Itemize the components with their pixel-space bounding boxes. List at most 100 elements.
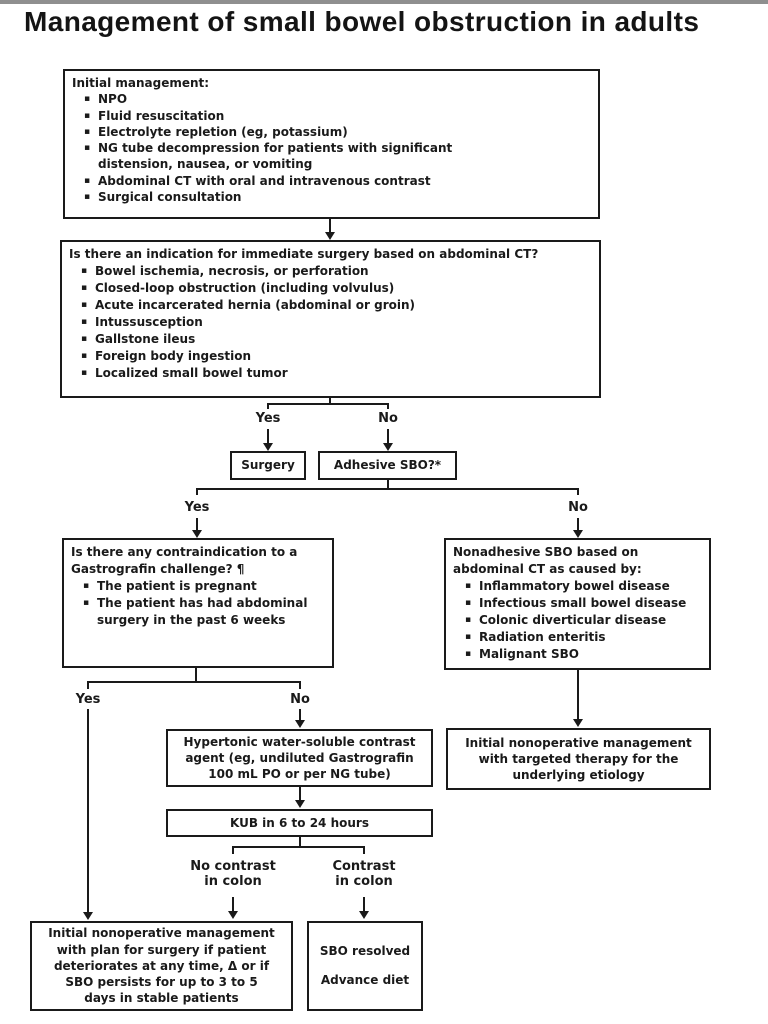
list-item: ▪ Gallstone ileus — [81, 332, 196, 346]
box-header: Initial management: — [72, 76, 210, 90]
bullet-icon: ▪ — [465, 649, 472, 659]
bullet-icon: ▪ — [81, 368, 88, 378]
connector-line — [387, 480, 389, 490]
box-text-line: Advance diet — [320, 973, 410, 987]
flowchart-title: Management of small bowel obstruction in… — [24, 6, 700, 37]
box-nonadhesive-sbo: Nonadhesive SBO based on abdominal CT as… — [444, 538, 711, 670]
branch-label-yes: Yes — [184, 500, 210, 515]
list-item: ▪ Malignant SBO — [465, 647, 579, 661]
arrowhead-icon — [383, 443, 393, 451]
list-item: ▪ Bowel ischemia, necrosis, or perforati… — [81, 264, 369, 278]
list-item: ▪ Radiation enteritis — [465, 630, 606, 644]
branch-label-no: No — [568, 500, 588, 515]
connector-line — [387, 429, 389, 443]
list-item: ▪ Intussusception — [81, 315, 203, 329]
list-item: ▪ Colonic diverticular disease — [465, 613, 667, 627]
bullet-icon: ▪ — [83, 581, 90, 591]
bullet-list: ▪ NPO ▪ Fluid resuscitation ▪ Electrolyt… — [72, 91, 591, 205]
bullet-icon: ▪ — [84, 94, 91, 105]
bullet-icon: ▪ — [81, 317, 88, 327]
connector-line — [267, 429, 269, 443]
bullet-icon: ▪ — [81, 300, 88, 310]
list-item: ▪ Surgical consultation — [84, 190, 242, 205]
arrowhead-icon — [228, 911, 238, 919]
bullet-icon: ▪ — [465, 615, 472, 625]
arrowhead-icon — [325, 232, 335, 240]
list-item: ▪ Closed-loop obstruction (including vol… — [81, 281, 395, 295]
box-text: Initial nonoperative management with pla… — [48, 926, 275, 1006]
branch-label-no: No — [378, 411, 398, 426]
connector-line — [87, 681, 89, 689]
bullet-list: ▪ Inflammatory bowel disease ▪ Infectiou… — [453, 578, 702, 663]
connector-line — [196, 488, 198, 495]
box-sbo-resolved: SBO resolved Advance diet — [307, 921, 423, 1011]
bullet-icon: ▪ — [84, 192, 91, 203]
arrowhead-icon — [83, 912, 93, 920]
bullet-icon: ▪ — [84, 143, 91, 154]
list-item: ▪ Foreign body ingestion — [81, 349, 252, 363]
list-item: ▪ Fluid resuscitation — [84, 108, 225, 123]
bullet-icon: ▪ — [465, 581, 472, 591]
connector-line — [363, 897, 365, 911]
box-label: KUB in 6 to 24 hours — [230, 815, 369, 830]
bullet-icon: ▪ — [465, 632, 472, 642]
connector-line — [233, 846, 365, 848]
arrowhead-icon — [192, 530, 202, 538]
connector-line — [577, 670, 579, 720]
list-item: ▪ The patient has had abdominal surgery … — [83, 596, 308, 627]
box-text-line: SBO resolved — [319, 944, 411, 958]
box-initial-management: Initial management: ▪ NPO ▪ Fluid resusc… — [63, 69, 600, 219]
connector-line — [196, 518, 198, 531]
bullet-icon: ▪ — [465, 598, 472, 608]
box-text: Initial nonoperative management with tar… — [465, 735, 692, 783]
bullet-icon: ▪ — [83, 598, 90, 608]
branch-label-contrast: Contrast in colon — [332, 859, 396, 889]
arrowhead-icon — [573, 530, 583, 538]
box-text: Hypertonic water-soluble contrast agent … — [183, 734, 416, 782]
bullet-icon: ▪ — [84, 175, 91, 186]
bullet-icon: ▪ — [81, 351, 88, 361]
arrowhead-icon — [573, 719, 583, 727]
branch-label-no-contrast: No contrast in colon — [190, 859, 276, 889]
connector-line — [577, 488, 579, 495]
branch-label-yes: Yes — [75, 692, 101, 707]
list-item: ▪ Infectious small bowel disease — [465, 596, 687, 610]
branch-label-yes: Yes — [255, 411, 281, 426]
list-item: ▪ Electrolyte repletion (eg, potassium) — [84, 124, 348, 139]
bullet-icon: ▪ — [81, 334, 88, 344]
list-item: ▪ NPO — [84, 92, 128, 107]
connector-line — [87, 709, 89, 912]
connector-line — [387, 403, 389, 409]
arrowhead-icon — [263, 443, 273, 451]
branch-label-no: No — [290, 692, 310, 707]
bullet-list: ▪ Bowel ischemia, necrosis, or perforati… — [69, 263, 592, 382]
arrowhead-icon — [295, 720, 305, 728]
connector-line — [299, 837, 301, 848]
bullet-icon: ▪ — [84, 126, 91, 137]
list-item: ▪ Localized small bowel tumor — [81, 366, 288, 380]
bullet-list: ▪ The patient is pregnant ▪ The patient … — [71, 578, 325, 629]
top-border-bar — [0, 0, 768, 4]
arrowhead-icon — [359, 911, 369, 919]
box-adhesive-sbo-question: Adhesive SBO?* — [318, 451, 457, 480]
box-surgery: Surgery — [230, 451, 306, 480]
box-header: Nonadhesive SBO based on abdominal CT as… — [453, 545, 642, 576]
box-nonoperative-surgery-plan: Initial nonoperative management with pla… — [30, 921, 293, 1011]
connector-line — [363, 846, 365, 854]
list-item: ▪ NG tube decompression for patients wit… — [84, 141, 453, 172]
connector-line — [577, 518, 579, 531]
box-label: Adhesive SBO?* — [333, 458, 442, 472]
connector-line — [195, 668, 197, 683]
box-gastrografin-contraindication: Is there any contraindication to a Gastr… — [62, 538, 334, 668]
list-item: ▪ Inflammatory bowel disease — [465, 579, 670, 593]
connector-line — [329, 219, 331, 232]
bullet-icon: ▪ — [81, 266, 88, 276]
box-kub: KUB in 6 to 24 hours — [166, 809, 433, 837]
list-item: ▪ Abdominal CT with oral and intravenous… — [84, 173, 431, 188]
connector-line — [329, 398, 331, 405]
connector-line — [268, 403, 389, 405]
box-header: Is there an indication for immediate sur… — [69, 247, 539, 261]
box-header: Is there any contraindication to a Gastr… — [71, 545, 298, 576]
connector-line — [299, 787, 301, 801]
bullet-icon: ▪ — [81, 283, 88, 293]
